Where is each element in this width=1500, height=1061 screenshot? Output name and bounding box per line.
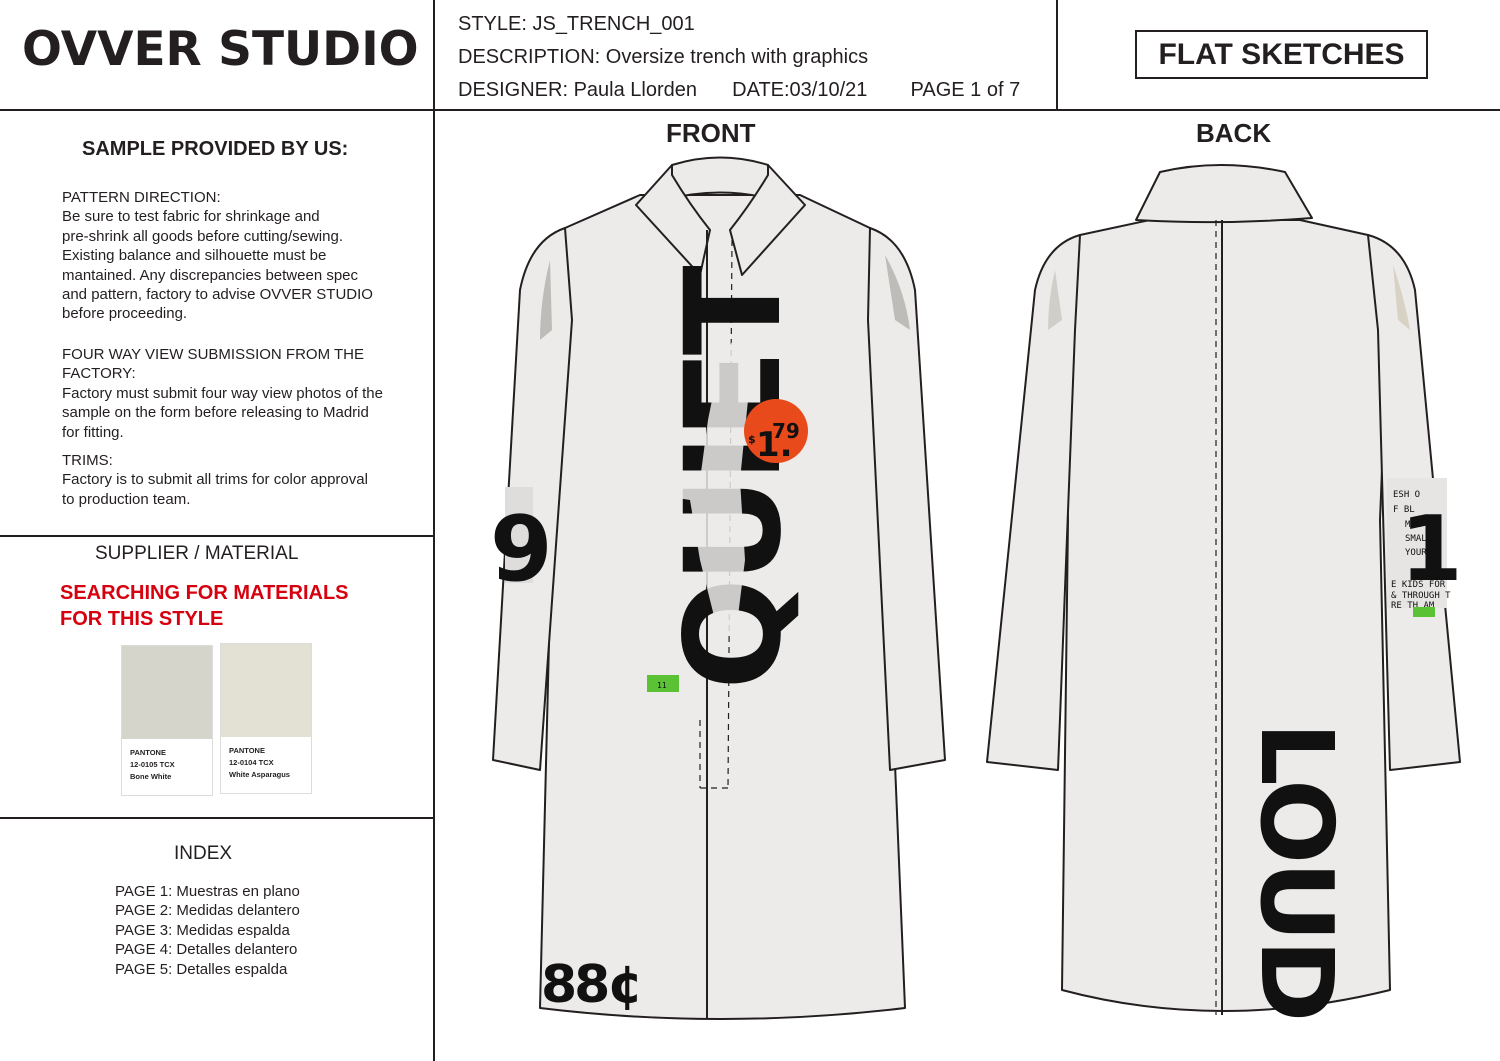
front-torn-paper [625,330,748,640]
note-line: Factory is to submit all trims for color… [62,471,368,489]
back-sleeve-shadow [1393,265,1410,330]
searching-line: SEARCHING FOR MATERIALS [60,582,349,604]
supplier-section-rule [0,817,434,819]
index-item[interactable]: PAGE 1: Muestras en plano [115,883,300,900]
note-heading: PATTERN DIRECTION: [62,189,221,206]
note-heading: FACTORY: [62,365,136,383]
note-heading: FOUR WAY VIEW SUBMISSION FROM THE [62,346,364,363]
swatch-name: White Asparagus [229,770,290,779]
note-line: Existing balance and silhouette must be [62,247,327,265]
back-sleeve-text: E KIDS FOR [1391,580,1446,590]
price-main: 1. [756,425,793,465]
back-left-sleeve [986,234,1081,771]
price-dollar-sign: $ [748,433,756,446]
page-number: PAGE 1 of 7 [910,79,1021,101]
back-sleeve-graphic-digit: 1 [1400,497,1463,602]
back-collar [1135,164,1313,224]
swatch-name: Bone White [130,772,172,781]
designer-row: DESIGNER: Paula Llorden DATE:03/10/21 PA… [458,79,1020,102]
swatch-color-chip [122,646,212,739]
note-line: Be sure to test fabric for shrinkage and [62,208,320,226]
four-way-view-note: FOUR WAY VIEW SUBMISSION FROM THE FACTOR… [62,345,422,442]
note-line: mantained. Any discrepancies between spe… [62,266,359,284]
trims-note: TRIMS: Factory is to submit all trims fo… [62,451,422,509]
supplier-title: SUPPLIER / MATERIAL [95,543,299,564]
swatch-brand: PANTONE [130,748,166,757]
pattern-direction-note: PATTERN DIRECTION: Be sure to test fabri… [62,188,422,324]
back-sleeve-text: MEM [1405,520,1422,530]
green-label-tag [647,675,679,692]
index-item[interactable]: PAGE 5: Detalles espalda [115,960,288,978]
searching-materials-notice: SEARCHING FOR MATERIALS FOR THIS STYLE [60,580,349,632]
section-title-box: FLAT SKETCHES [1135,30,1428,79]
swatch-code: 12-0105 TCX [130,760,175,769]
note-line: Factory must submit four way view photos… [62,384,383,402]
left-column-divider [433,0,435,1061]
back-green-tag [1413,607,1435,617]
swatch-brand: PANTONE [229,746,265,755]
index-title: INDEX [174,843,233,864]
front-view-label: FRONT [666,118,756,148]
swatch-color-chip [221,644,311,737]
back-sleeve-text-block: ESH O F BL MEM SMALL YOUR E KIDS FOR & T… [1391,490,1451,611]
front-placket-stitch [727,239,733,789]
note-line: sample on the form before releasing to M… [62,404,369,422]
note-line: before proceeding. [62,305,188,323]
style-line: STYLE: JS_TRENCH_001 [458,13,695,35]
front-collar-right [729,164,806,276]
swatch-label: PANTONE 12-0105 TCX Bone White [130,747,175,783]
back-trench-sketch [986,164,1461,1015]
sheet-date: DATE:03/10/21 [732,79,868,101]
back-sleeve-text: YOUR [1405,548,1427,558]
front-sleeve-patch [505,487,533,583]
header-bottom-rule [0,109,1500,111]
front-collar-left [635,164,711,276]
swatch-label: PANTONE 12-0104 TCX White Asparagus [229,745,290,781]
front-sleeve-shadow [540,260,552,340]
description-line: DESCRIPTION: Oversize trench with graphi… [458,46,869,68]
index-list: PAGE 1: Muestras en plano PAGE 2: Medida… [115,882,300,979]
back-sleeve-patch [1387,478,1447,608]
swatch-code: 12-0104 TCX [229,758,274,767]
index-item[interactable]: PAGE 2: Medidas delantero [115,902,300,920]
section-title: FLAT SKETCHES [1158,37,1405,71]
note-line: to production team. [62,490,191,508]
back-sleeve-text: RE TH AM [1391,601,1435,611]
front-hem-price: 88¢ [541,955,641,1015]
back-sleeve-text: SMALL [1405,534,1432,544]
note-line: pre-shrink all goods before cutting/sewi… [62,227,343,245]
back-sleeve-shadow [1048,270,1062,330]
searching-line: FOR THIS STYLE [60,608,224,630]
front-right-sleeve [867,227,946,771]
back-sleeve-text: & THROUGH T [1391,591,1451,601]
back-sleeve-text: F BL [1393,505,1415,515]
back-sleeve-text: ESH O [1393,490,1420,500]
header-divider-right [1056,0,1058,110]
pantone-swatch-white-asparagus: PANTONE 12-0104 TCX White Asparagus [220,643,312,794]
front-sleeve-digit: 9 [490,497,553,602]
index-item[interactable]: PAGE 4: Detalles delantero [115,941,298,959]
sample-title: SAMPLE PROVIDED BY US: [82,138,349,160]
designer-name: DESIGNER: Paula Llorden [458,79,698,101]
note-heading: TRIMS: [62,452,113,469]
pantone-swatch-bone-white: PANTONE 12-0105 TCX Bone White [121,645,213,796]
back-loud-graphic: LOUD [1238,722,1355,1019]
front-sleeve-shadow [885,255,910,330]
note-line: for fitting. [62,423,124,441]
brand-logo: OVVER STUDIO [22,22,419,77]
note-line: and pattern, factory to advise OVVER STU… [62,286,373,304]
back-view-label: BACK [1196,118,1272,148]
sample-section-rule [0,535,434,537]
green-tag-text: 11 [657,681,667,690]
price-cents: 79 [772,419,800,443]
price-sticker [744,399,808,463]
index-item[interactable]: PAGE 3: Medidas espalda [115,921,290,939]
